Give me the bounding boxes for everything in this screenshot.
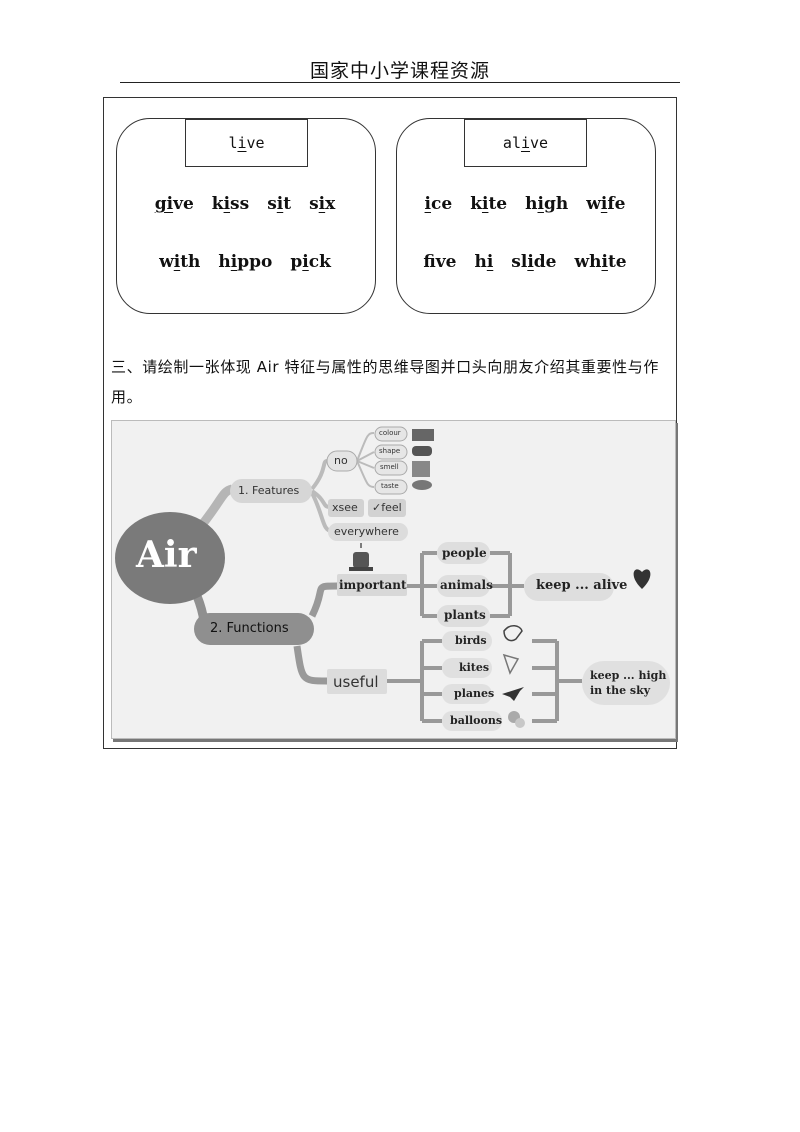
word-pick: pick <box>290 252 331 272</box>
page-header-title: 国家中小学课程资源 <box>309 60 490 82</box>
features-label: 1. Features <box>238 484 300 497</box>
word-hi: hi <box>474 252 494 272</box>
taste-label: taste <box>381 482 399 490</box>
bird-icon <box>503 625 523 642</box>
people-label: people <box>442 546 487 560</box>
shape-label: shape <box>379 447 401 455</box>
balloons-label: balloons <box>450 714 503 727</box>
word-ice: ice <box>424 194 453 214</box>
functions-label: 2. Functions <box>210 621 289 636</box>
phonics-title-part: ve <box>246 134 265 152</box>
word-row: five hi slide white <box>396 252 654 272</box>
keep-alive-label: keep ... alive <box>536 578 628 593</box>
word-slide: slide <box>511 252 557 272</box>
word-six: six <box>309 194 336 214</box>
word-white: white <box>574 252 627 272</box>
no-label: no <box>334 454 348 467</box>
planes-label: planes <box>454 687 495 700</box>
word-row: with hippo pick <box>116 252 374 272</box>
phonics-title-part: al <box>502 134 521 152</box>
phonics-title-part: ve <box>530 134 549 152</box>
phonics-title-vowel: i <box>520 134 531 152</box>
see-label: xsee <box>332 501 358 514</box>
mind-map-drawing <box>115 426 670 731</box>
birds-label: birds <box>455 634 487 647</box>
taste-icon <box>412 480 432 490</box>
shape-icon <box>412 446 432 456</box>
air-mind-map: Air 1. Features no colour shape smell ta… <box>111 420 676 739</box>
center-label: Air <box>136 534 197 576</box>
colour-icon <box>412 429 434 441</box>
functions-node <box>194 613 314 645</box>
word-hippo: hippo <box>218 252 273 272</box>
plants-label: plants <box>444 608 486 622</box>
feel-label: ✓feel <box>372 501 402 514</box>
phonics-title-vowel: i <box>237 134 247 152</box>
everywhere-label: everywhere <box>334 525 399 538</box>
kites-label: kites <box>459 661 490 674</box>
header-divider <box>120 82 680 83</box>
word-give: give <box>154 194 194 214</box>
word-kiss: kiss <box>211 194 250 214</box>
word-wife: wife <box>586 194 626 214</box>
phonics-title-part: l <box>228 134 238 152</box>
plane-icon <box>502 687 524 701</box>
keep-high-label: keep ... high <box>590 669 667 682</box>
smell-label: smell <box>380 463 399 471</box>
word-five: five <box>423 252 457 272</box>
smell-icon <box>412 461 430 477</box>
useful-label: useful <box>333 673 379 691</box>
word-row: give kiss sit six <box>116 194 374 214</box>
kite-icon <box>502 653 520 675</box>
air-center-node <box>115 512 225 604</box>
word-sit: sit <box>267 194 292 214</box>
word-kite: kite <box>470 194 508 214</box>
heart-icon <box>633 569 651 589</box>
word-high: high <box>525 194 569 214</box>
content-frame <box>103 97 677 749</box>
word-with: with <box>159 252 201 272</box>
alarm-icon <box>349 543 373 571</box>
important-label: important <box>339 578 407 592</box>
task-instruction: 三、请绘制一张体现 Air 特征与属性的思维导图并口头向朋友介绍其重要性与作用。 <box>111 358 659 406</box>
in-the-sky-label: in the sky <box>590 684 651 697</box>
word-row: ice kite high wife <box>396 194 654 214</box>
colour-label: colour <box>379 429 401 437</box>
animals-label: animals <box>440 578 493 592</box>
